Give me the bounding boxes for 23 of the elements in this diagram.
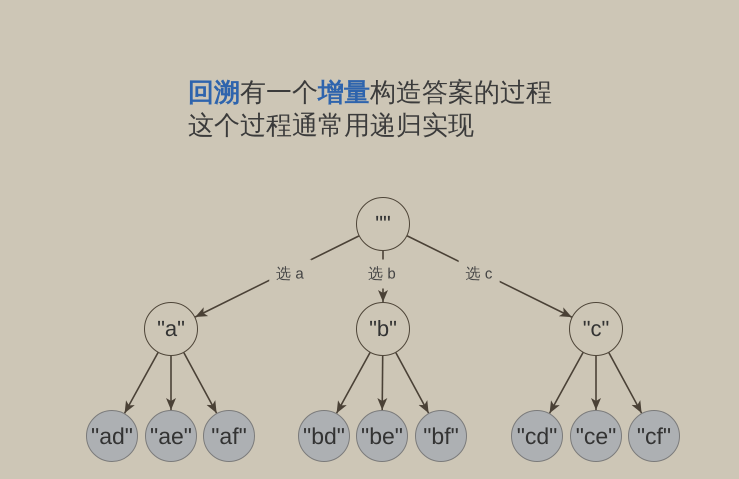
- tree-node: "a": [144, 302, 198, 356]
- tree-node: "ad": [86, 410, 138, 462]
- tree-node: "ce": [570, 410, 622, 462]
- tree-node: "cd": [511, 410, 563, 462]
- arrow: [124, 352, 159, 414]
- tree-node: "bf": [415, 410, 467, 462]
- arrow: [591, 356, 601, 410]
- tree-node: "cf": [628, 410, 680, 462]
- tree-node: "ae": [145, 410, 197, 462]
- tree-node: "b": [356, 302, 410, 356]
- tree-node: "af": [203, 410, 255, 462]
- tree-node: "bd": [298, 410, 350, 462]
- title: 回溯有一个增量构造答案的过程这个过程通常用递归实现: [188, 76, 553, 142]
- arrow: [183, 352, 218, 414]
- arrow: [548, 352, 584, 414]
- tree-node: "be": [356, 410, 408, 462]
- arrow: [608, 352, 642, 414]
- arrow: [336, 352, 371, 414]
- tree-node: "": [356, 197, 410, 251]
- arrow: [166, 356, 176, 410]
- tree-node: "c": [569, 302, 623, 356]
- arrow: [395, 352, 430, 414]
- arrow: [377, 356, 388, 410]
